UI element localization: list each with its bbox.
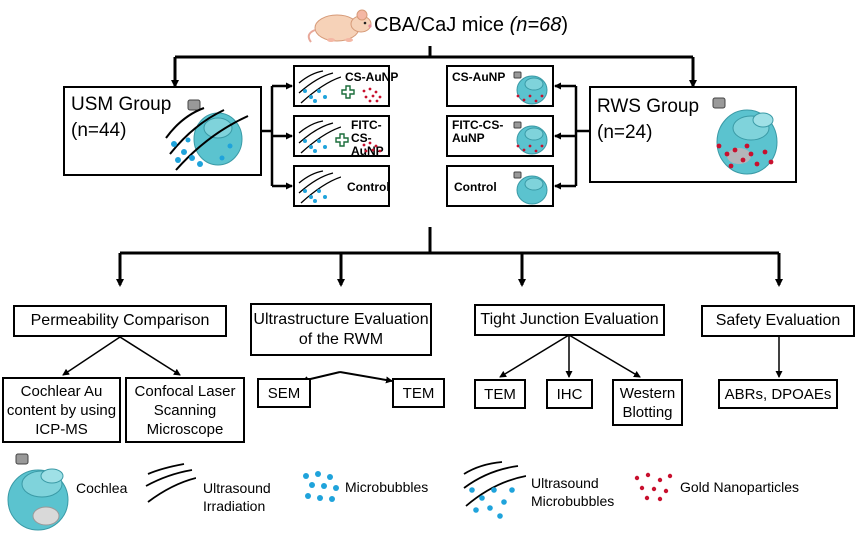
ultrasound-microbubbles-icon (463, 461, 526, 519)
rws-group-title: RWS Group (597, 96, 700, 117)
method-tem-box: TEM (392, 378, 445, 408)
method-abr-label: ABRs, DPOAEs (724, 385, 832, 403)
cochlea-gold-nanoparticles-icon (513, 121, 548, 155)
rws-group-count: (n=24) (597, 122, 653, 143)
method-confocal-label: Confocal Laser Scanning Microscope (134, 382, 236, 438)
microbubbles-icon (303, 471, 339, 502)
eval-safety-label: Safety Evaluation (715, 312, 841, 329)
usm-group-box: USM Group (n=44) (63, 86, 262, 176)
ultrasound-microbubbles-cochlea-icon (165, 99, 249, 171)
ultrasound-microbubbles-icon (298, 170, 341, 204)
mouse-icon (307, 9, 372, 43)
method-tight-tem-box: TEM (474, 379, 526, 409)
legend-microbubbles-label: Microbubbles (345, 479, 429, 495)
ultrasound-microbubbles-icon (298, 70, 341, 104)
usm-sub-control: Control (293, 165, 390, 207)
plus-icon (341, 85, 355, 99)
eval-safety-box: Safety Evaluation (701, 305, 855, 337)
gold-nanoparticles-icon (362, 141, 382, 153)
method-icp-ms-box: Cochlear Au content by using ICP-MS (2, 377, 121, 443)
method-confocal-box: Confocal Laser Scanning Microscope (125, 377, 245, 443)
rws-sub-fitc-cs-aunp: FITC-CS-AuNP (446, 115, 554, 157)
mice-strain-label: CBA/CaJ mice (374, 14, 505, 36)
rws-sub-label: FITC-CS-AuNP (452, 118, 504, 145)
usm-sub-cs-aunp: CS-AuNP (293, 65, 398, 107)
eval-permeability-box: Permeability Comparison (13, 305, 227, 337)
method-tight-tem-label: TEM (484, 385, 516, 403)
usm-sub-fitc-cs-aunp: FITC-CS-AuNP (293, 115, 390, 158)
usm-sub-label: CS-AuNP (345, 70, 399, 84)
top-title: CBA/CaJ mice (n=68) (374, 14, 568, 36)
method-sem-box: SEM (257, 378, 311, 408)
method-ihc-box: IHC (546, 379, 593, 409)
rws-sub-cs-aunp: CS-AuNP (446, 65, 554, 107)
cochlea-gold-nanoparticles-icon (513, 71, 548, 105)
gold-nanoparticles-icon (634, 472, 673, 502)
ultrasound-icon (145, 463, 196, 503)
cochlea-icon (7, 453, 69, 531)
eval-permeability-label: Permeability Comparison (30, 312, 210, 329)
cochlea-icon (513, 171, 548, 205)
rws-sub-label: Control (454, 180, 497, 194)
legend-gold-nanoparticles-label: Gold Nanoparticles (680, 479, 800, 495)
rws-group-box: RWS Group (n=24) (589, 86, 797, 183)
method-sem-label: SEM (267, 384, 301, 402)
method-western-label: Western Blotting (619, 384, 676, 421)
eval-ultrastructure-label: Ultrastructure Evaluation of the RWM (253, 310, 429, 348)
rws-sub-label: CS-AuNP (452, 70, 506, 84)
plus-icon (335, 133, 349, 147)
mice-count-label: n=68 (516, 14, 562, 36)
usm-sub-label: Control (347, 180, 390, 194)
usm-group-title: USM Group (71, 94, 172, 115)
eval-tight-junction-label: Tight Junction Evaluation (480, 311, 659, 328)
rws-sub-control: Control (446, 165, 554, 207)
method-icp-ms-label: Cochlear Au content by using ICP-MS (6, 382, 117, 438)
method-western-box: Western Blotting (612, 379, 683, 426)
legend-cochlea-label: Cochlea (76, 480, 128, 496)
method-tem-label: TEM (402, 384, 435, 402)
method-ihc-label: IHC (556, 385, 583, 403)
ultrasound-microbubbles-icon (298, 120, 341, 154)
gold-nanoparticles-icon (362, 87, 382, 103)
method-abr-box: ABRs, DPOAEs (718, 379, 838, 409)
legend-ultrasound-label: Ultrasound Irradiation (203, 480, 271, 514)
legend-ultrasound-microbubbles-label: Ultrasound Microbubbles (531, 475, 615, 509)
eval-ultrastructure-box: Ultrastructure Evaluation of the RWM (250, 303, 432, 356)
cochlea-gold-nanoparticles-icon (712, 97, 778, 175)
usm-group-count: (n=44) (71, 120, 127, 141)
eval-tight-junction-box: Tight Junction Evaluation (474, 304, 665, 336)
